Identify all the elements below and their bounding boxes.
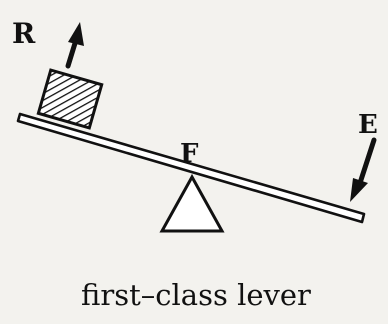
effort-label: E xyxy=(358,110,378,140)
fulcrum-triangle-icon xyxy=(159,173,225,233)
diagram-caption: first–class lever xyxy=(81,278,311,312)
resistance-label: R xyxy=(12,17,36,50)
fulcrum-label: F xyxy=(180,139,199,169)
lever-beam xyxy=(16,112,366,224)
arrow-down-icon xyxy=(350,137,377,202)
hatched-box-icon xyxy=(36,68,104,130)
arrow-up-icon xyxy=(65,22,84,69)
load-box xyxy=(36,68,104,130)
